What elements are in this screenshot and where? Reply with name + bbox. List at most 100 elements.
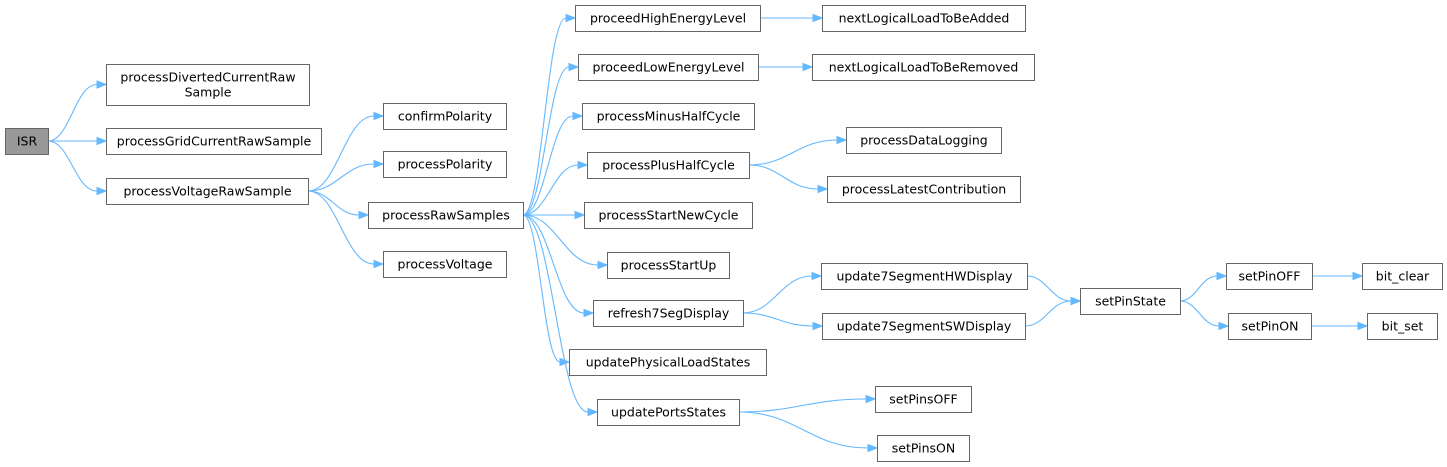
node-label: Sample (185, 85, 232, 100)
set-pin-on-node[interactable]: setPinON (1228, 313, 1312, 340)
node-label: processDivertedCurrentRaw (120, 70, 295, 85)
edge-line (1179, 300, 1220, 327)
bit-clear-node[interactable]: bit_clear (1362, 263, 1443, 290)
node-label: setPinsON (892, 441, 955, 456)
process-voltage-node[interactable]: processVoltage (383, 251, 507, 278)
next-logical-load-to-be-removed-node[interactable]: nextLogicalLoadToBeRemoved (812, 54, 1035, 81)
update-ports-states-node[interactable]: updatePortsStates (597, 399, 740, 426)
node-label: processPlusHalfCycle (602, 158, 735, 173)
node-box (597, 399, 740, 426)
proceed-low-energy-level-node[interactable]: proceedLowEnergyLevel (578, 54, 759, 81)
process-minus-half-cycle-node[interactable]: processMinusHalfCycle (582, 103, 755, 130)
set-pin-state-node[interactable]: setPinState (1080, 288, 1181, 315)
edge-line (522, 214, 599, 266)
edge-arrowhead (1218, 321, 1230, 331)
proceed-high-energy-level-node[interactable]: proceedHighEnergyLevel (575, 5, 761, 32)
confirm-polarity-node[interactable]: confirmPolarity (383, 103, 507, 130)
edge-line (522, 214, 561, 363)
edge-line (307, 190, 375, 265)
edge-set-pin-on-to-bit-set (1311, 321, 1369, 331)
set-pins-on-node[interactable]: setPinsON (877, 435, 970, 462)
node-label: proceedLowEnergyLevel (592, 60, 744, 75)
node-label: update7SegmentSWDisplay (837, 319, 1012, 334)
process-latest-contribution-node[interactable]: processLatestContribution (827, 176, 1021, 203)
edge-line (307, 115, 375, 192)
edge-arrowhead (802, 62, 814, 72)
refresh-7seg-display-node[interactable]: refresh7SegDisplay (593, 300, 744, 327)
node-label: processMinusHalfCycle (597, 109, 741, 124)
edge-proceed-high-energy-level-to-next-logical-load-to-be-added (760, 13, 824, 23)
edge-process-voltage-raw-sample-to-confirm-polarity (307, 111, 385, 192)
node-box (875, 386, 972, 413)
edge-isr-to-process-diverted-current-raw-sample (47, 80, 108, 142)
node-label: refresh7SegDisplay (608, 306, 730, 321)
node-box (106, 178, 309, 205)
edge-line (522, 17, 567, 216)
set-pins-off-node[interactable]: setPinsOFF (875, 386, 972, 413)
edge-arrowhead (1216, 271, 1228, 281)
edge-update-ports-states-to-set-pins-off (738, 394, 877, 413)
update-7segment-hw-display-node[interactable]: update7SegmentHWDisplay (821, 263, 1028, 290)
edge-line (47, 83, 98, 142)
node-box (383, 251, 507, 278)
edge-arrowhead (1352, 271, 1364, 281)
node-label: processStartUp (621, 258, 717, 273)
node-box (368, 202, 524, 229)
next-logical-load-to-be-added-node[interactable]: nextLogicalLoadToBeAdded (822, 5, 1026, 32)
process-plus-half-cycle-node[interactable]: processPlusHalfCycle (587, 152, 750, 179)
isr-node[interactable]: ISR (5, 128, 49, 155)
edge-arrowhead (568, 62, 580, 72)
edge-arrowhead (96, 136, 108, 146)
process-start-new-cycle-node[interactable]: processStartNewCycle (584, 202, 753, 229)
node-label: bit_set (1382, 319, 1424, 334)
edge-arrowhead (565, 13, 577, 23)
node-box (877, 435, 970, 462)
process-data-logging-node[interactable]: processDataLogging (846, 127, 1002, 154)
node-label: setPinOFF (1239, 269, 1301, 284)
node-box (569, 349, 767, 376)
node-box (587, 152, 750, 179)
node-box (575, 5, 761, 32)
node-box (578, 54, 759, 81)
process-start-up-node[interactable]: processStartUp (607, 252, 730, 279)
edge-line (1179, 275, 1218, 302)
edge-line (742, 312, 814, 327)
edge-process-raw-samples-to-refresh-7seg-display (522, 214, 595, 318)
node-box (1080, 288, 1181, 315)
node-box (821, 263, 1028, 290)
edge-arrowhead (811, 271, 823, 281)
edge-line (742, 275, 813, 314)
edge-line (522, 66, 570, 216)
edge-arrowhead (597, 260, 609, 270)
edge-set-pin-state-to-set-pin-off (1179, 271, 1228, 302)
edge-line (522, 115, 574, 216)
process-polarity-node[interactable]: processPolarity (383, 151, 507, 178)
node-label: processStartNewCycle (599, 208, 739, 223)
process-grid-current-raw-sample-node[interactable]: processGridCurrentRawSample (106, 128, 322, 155)
node-box (383, 151, 507, 178)
node-box (593, 300, 744, 327)
set-pin-off-node[interactable]: setPinOFF (1226, 263, 1313, 290)
process-voltage-raw-sample-node[interactable]: processVoltageRawSample (106, 178, 309, 205)
bit-set-node[interactable]: bit_set (1367, 313, 1438, 340)
node-label: processGridCurrentRawSample (117, 134, 312, 149)
node-box (822, 5, 1026, 32)
node-label: updatePhysicalLoadStates (586, 355, 750, 370)
edge-process-plus-half-cycle-to-process-data-logging (748, 135, 848, 166)
process-raw-samples-node[interactable]: processRawSamples (368, 202, 524, 229)
edge-arrowhead (812, 321, 824, 331)
edge-line (738, 398, 867, 413)
node-box (584, 202, 753, 229)
edge-arrowhead (96, 186, 108, 196)
edge-arrowhead (836, 135, 848, 145)
edge-arrowhead (373, 159, 385, 169)
update-physical-load-states-node[interactable]: updatePhysicalLoadStates (569, 349, 767, 376)
node-box (1226, 263, 1313, 290)
edge-arrowhead (373, 259, 385, 269)
edge-process-raw-samples-to-update-physical-load-states (522, 214, 571, 367)
update-7segment-sw-display-node[interactable]: update7SegmentSWDisplay (822, 313, 1026, 340)
edge-process-voltage-raw-sample-to-process-polarity (307, 159, 385, 192)
node-box (827, 176, 1021, 203)
